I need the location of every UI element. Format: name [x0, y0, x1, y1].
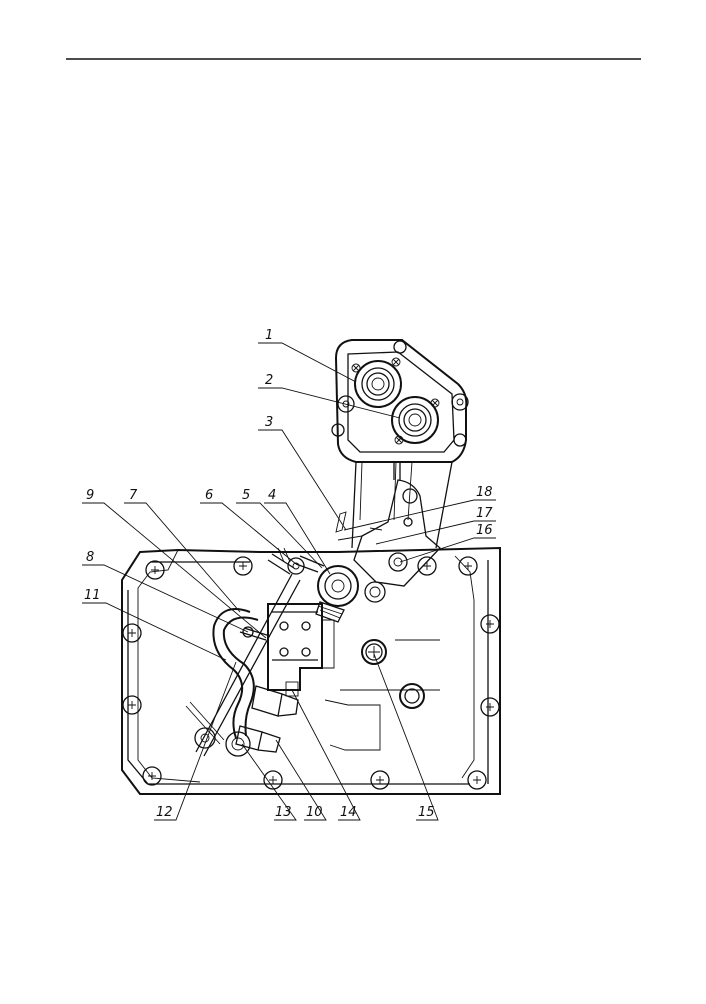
callout-label: 4 [268, 488, 276, 503]
callout-12: 12 [154, 661, 237, 821]
callout-10: 10 [275, 739, 327, 821]
callout-label: 7 [129, 488, 138, 503]
valve-lower [391, 396, 440, 445]
callout-9: 9 [82, 488, 267, 639]
callout-label: 12 [156, 805, 173, 820]
callout-label: 16 [476, 523, 493, 538]
central-fitting [267, 547, 386, 623]
callout-17: 17 [375, 506, 496, 545]
callout-label: 8 [86, 550, 94, 565]
callout-4: 4 [264, 488, 331, 575]
callout-label: 18 [476, 485, 493, 500]
callout-label: 10 [306, 805, 323, 820]
callout-label: 1 [265, 328, 273, 343]
callout-5: 5 [236, 488, 323, 569]
housing-body [121, 546, 501, 795]
callout-label: 13 [275, 805, 292, 820]
callout-3: 3 [258, 415, 347, 531]
callout-6: 6 [200, 488, 297, 565]
callout-14: 14 [291, 689, 361, 821]
drain-plug [361, 639, 425, 709]
callout-11: 11 [82, 588, 227, 661]
callout-label: 17 [476, 506, 493, 521]
callout-label: 2 [265, 373, 273, 388]
callout-label: 15 [418, 805, 435, 820]
callout-label: 3 [265, 415, 273, 430]
housing-bolts [122, 556, 500, 790]
callout-18: 18 [343, 485, 496, 531]
callout-label: 6 [205, 488, 213, 503]
valve-block [267, 603, 335, 691]
cover-neck [351, 461, 453, 549]
callout-16: 16 [399, 523, 496, 563]
push-rod [185, 573, 301, 757]
top-cover [331, 339, 469, 463]
callout-label: 9 [86, 488, 94, 503]
callout-15: 15 [373, 653, 439, 821]
valve-upper [351, 357, 402, 408]
callout-label: 11 [84, 588, 101, 603]
callout-8: 8 [82, 550, 249, 633]
lever-bracket [335, 479, 441, 587]
callout-label: 5 [242, 488, 250, 503]
hose-assembly [212, 608, 271, 739]
callout-2: 2 [258, 373, 401, 419]
callout-1: 1 [258, 328, 357, 383]
callout-7: 7 [124, 488, 241, 613]
lower-fittings [225, 681, 299, 757]
callout-label: 14 [340, 805, 357, 820]
callout-13: 13 [241, 743, 297, 821]
